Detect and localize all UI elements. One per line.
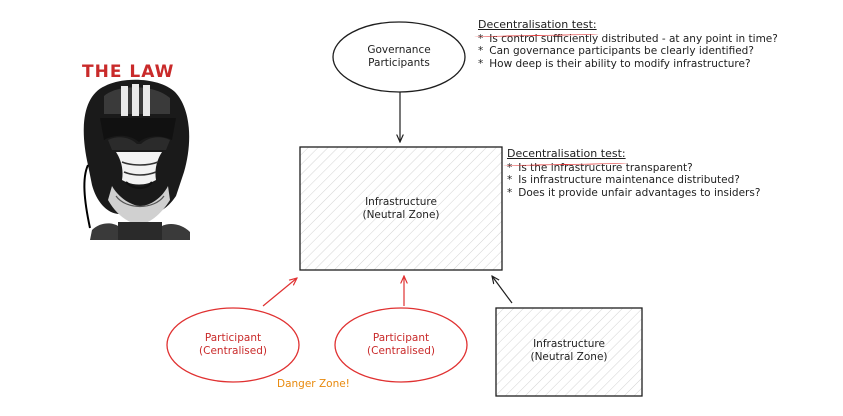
- infrastructure-decentralisation-test: Decentralisation test: Is the infrastruc…: [507, 147, 760, 200]
- infrastructure-small-label: Infrastructure (Neutral Zone): [496, 338, 642, 364]
- governance-test-item: How deep is their ability to modify infr…: [478, 58, 778, 71]
- infrastructure-main-node: [299, 146, 503, 271]
- governance-test-item: Can governance participants be clearly i…: [478, 45, 778, 58]
- infrastructure-main-line2: (Neutral Zone): [362, 209, 440, 221]
- infrastructure-small-line1: Infrastructure: [533, 338, 605, 350]
- infrastructure-test-list: Is the infrastructure transparent? Is in…: [507, 162, 760, 200]
- infrastructure-main-line1: Infrastructure: [365, 196, 437, 208]
- governance-label-line1: Governance: [367, 44, 431, 56]
- participant-2-label: Participant (Centralised): [341, 332, 461, 358]
- participant-1-line2: (Centralised): [199, 345, 267, 357]
- infrastructure-main-label: Infrastructure (Neutral Zone): [300, 196, 502, 222]
- judge-helmet-illustration: [83, 79, 190, 240]
- governance-test-item: Is control sufficiently distributed - at…: [478, 33, 778, 46]
- infrastructure-small-line2: (Neutral Zone): [530, 351, 608, 363]
- governance-label-line2: Participants: [368, 57, 430, 69]
- governance-node: [332, 21, 466, 93]
- danger-zone-label: Danger Zone!: [277, 378, 350, 390]
- infrastructure-test-item: Is infrastructure maintenance distribute…: [507, 174, 760, 187]
- participant-node-2: [334, 307, 468, 383]
- governance-test-list: Is control sufficiently distributed - at…: [478, 33, 778, 71]
- infrastructure-test-title: Decentralisation test:: [507, 147, 626, 160]
- arrow-small-infrastructure-to-infrastructure: [492, 276, 513, 304]
- participant-2-line2: (Centralised): [367, 345, 435, 357]
- participant-1-line1: Participant: [204, 332, 262, 344]
- law-title: THE LAW: [82, 62, 175, 82]
- infrastructure-small-node: [495, 307, 643, 397]
- participant-node-1: [166, 307, 300, 383]
- participant-1-label: Participant (Centralised): [173, 332, 293, 358]
- governance-test-title: Decentralisation test:: [478, 18, 597, 31]
- participant-2-line1: Participant: [372, 332, 430, 344]
- infrastructure-test-item: Does it provide unfair advantages to ins…: [507, 187, 760, 200]
- governance-decentralisation-test: Decentralisation test: Is control suffic…: [478, 18, 778, 71]
- governance-node-label: Governance Participants: [339, 44, 459, 70]
- arrow-participant1-to-infrastructure: [262, 278, 297, 307]
